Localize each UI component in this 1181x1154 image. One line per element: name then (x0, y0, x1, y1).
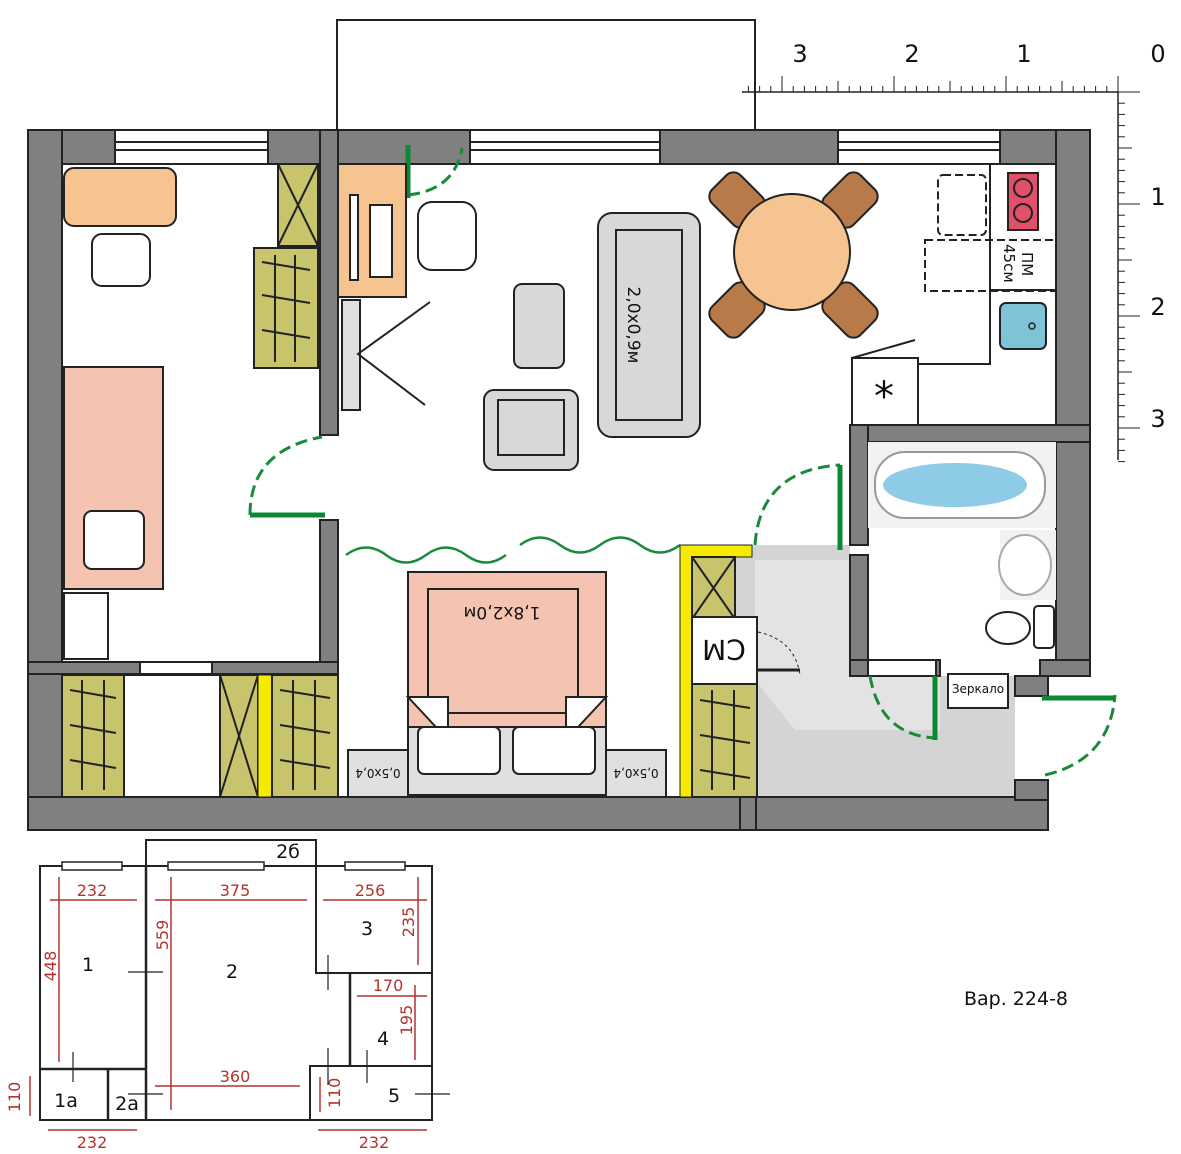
dim-room2-bottom: 360 (220, 1067, 251, 1086)
tv-stand (341, 299, 361, 411)
pillow (83, 510, 145, 570)
fridge-label: * (874, 374, 894, 420)
washing-machine-label: СМ (702, 633, 746, 666)
room-4: 4 (377, 1028, 389, 1050)
dim-room3-width: 256 (355, 881, 386, 900)
armchair (483, 389, 579, 471)
sofa-label: 2,0x0,9м (623, 287, 643, 364)
bed-label: 1,8x2,0м (464, 602, 541, 622)
dim-room2-length: 559 (153, 920, 172, 951)
pillow-left (417, 726, 501, 775)
washing-machine (691, 616, 758, 685)
dining-table (733, 193, 851, 311)
dim-room2-width: 375 (220, 881, 251, 900)
nightstand (63, 592, 109, 660)
dishwasher-width-label: 45см (1000, 244, 1018, 283)
nightstand-left-label: 0,5x0,4 (355, 766, 400, 780)
nightstand-right-label: 0,5x0,4 (613, 766, 658, 780)
room-1a: 1а (54, 1090, 78, 1112)
ruler-label-v: 2 (1150, 293, 1165, 321)
ruler-label-h: 1 (1016, 40, 1031, 68)
dining-set (708, 171, 879, 339)
mirror (947, 673, 1009, 709)
room-2b: 2б (276, 841, 300, 863)
nightstand-left (347, 749, 409, 798)
room-3: 3 (361, 918, 373, 940)
scale-ruler (742, 20, 1140, 463)
wardrobe-room1 (253, 163, 319, 369)
dim-room4-length: 195 (397, 1005, 416, 1036)
ruler-label-h: 0 (1150, 40, 1165, 68)
pillow-right (512, 726, 596, 775)
dim-room1-length: 448 (41, 951, 60, 982)
dim-room5-height: 110 (325, 1078, 344, 1109)
bathtub (868, 442, 1056, 528)
dishwasher-label: ПМ (1018, 252, 1036, 276)
dim-room3-length: 235 (399, 907, 418, 938)
sink (999, 302, 1047, 350)
balcony (336, 19, 756, 133)
chair (91, 233, 151, 287)
room-scheme (29, 839, 450, 1131)
variant-label: Вар. 224-8 (964, 988, 1068, 1010)
room-2a: 2а (115, 1093, 139, 1115)
room-2: 2 (226, 961, 238, 983)
toilet (985, 605, 1055, 649)
kitchen-counter (917, 163, 1057, 425)
coffee-table (513, 283, 565, 369)
ruler-label-h: 2 (904, 40, 919, 68)
ruler-label-v: 3 (1150, 405, 1165, 433)
hall-wardrobe (679, 544, 758, 798)
dim-bottom-left: 232 (77, 1133, 108, 1152)
office-chair (417, 201, 477, 271)
dim-room1a-height: 110 (5, 1082, 24, 1113)
dim-room1-width: 232 (77, 881, 108, 900)
sofa: 2,0x0,9м (597, 212, 701, 438)
windows (114, 129, 1001, 677)
stove (1007, 172, 1039, 231)
room-5: 5 (388, 1085, 400, 1107)
ruler-label-h: 3 (792, 40, 807, 68)
ruler-label-v: 1 (1150, 183, 1165, 211)
closets-1a-2a (61, 674, 339, 798)
keyboard (369, 204, 393, 278)
dim-room4-width: 170 (373, 976, 404, 995)
washbasin (998, 530, 1056, 600)
tv-view-lines (356, 301, 431, 406)
fridge (851, 357, 919, 426)
dim-bottom-right: 232 (359, 1133, 390, 1152)
room-1: 1 (82, 954, 94, 976)
nightstand-right (605, 749, 667, 798)
mirror-label: Зеркало (952, 682, 1004, 696)
doors[interactable] (248, 145, 1117, 777)
desk (63, 167, 177, 227)
hallway-floor-light (755, 560, 940, 730)
monitor (349, 194, 359, 281)
